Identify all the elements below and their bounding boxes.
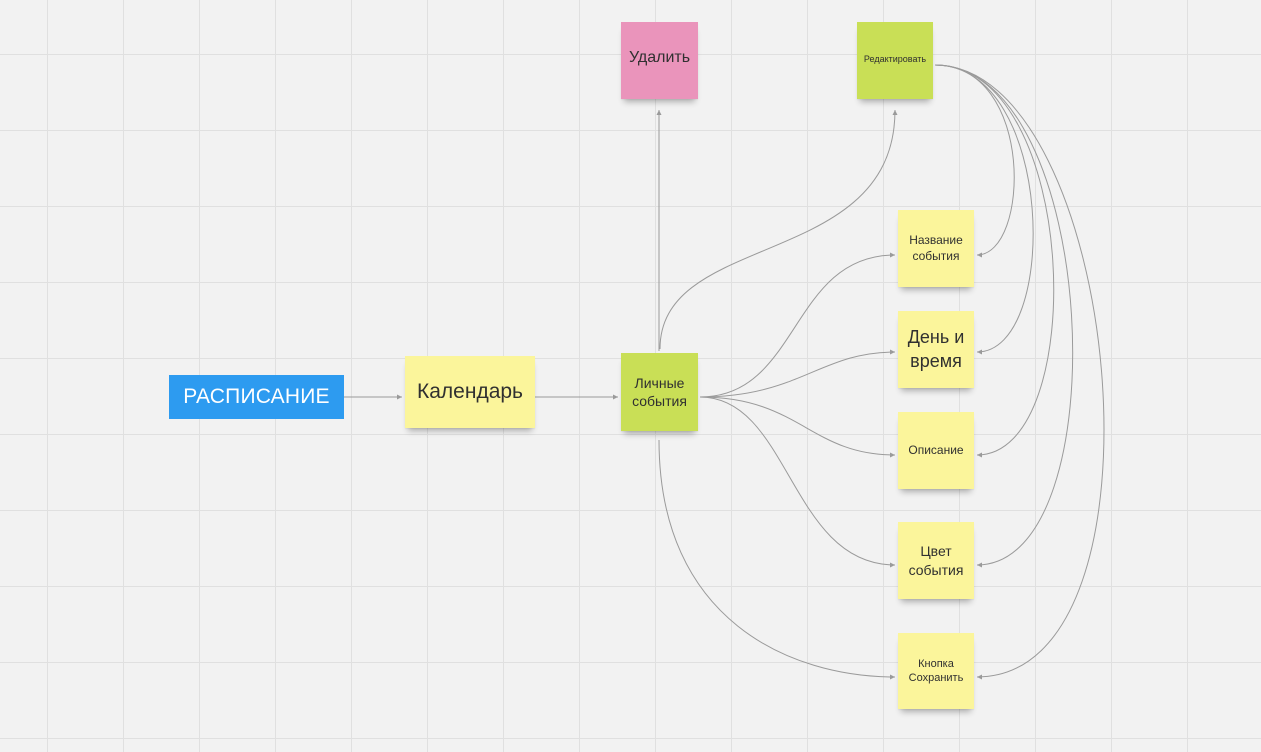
sticky-event-name-label: Название события (909, 232, 963, 263)
connector-personal-events-to-event-name[interactable] (699, 252, 896, 398)
sticky-event-name[interactable]: Название события (898, 210, 974, 287)
connector-personal-events-to-save-button[interactable] (658, 439, 896, 680)
sticky-edit[interactable]: Редактировать (857, 22, 933, 99)
connector-personal-events-to-event-color[interactable] (699, 396, 896, 568)
root-node-schedule[interactable]: РАСПИСАНИЕ (169, 375, 344, 419)
sticky-description[interactable]: Описание (898, 412, 974, 489)
sticky-edit-label: Редактировать (863, 54, 927, 64)
sticky-save-button-label: Кнопка Сохранить (908, 657, 964, 684)
root-node-label: РАСПИСАНИЕ (183, 385, 330, 408)
sticky-day-time-label: День и время (907, 327, 965, 371)
connector-personal-events-to-description[interactable] (699, 396, 896, 458)
sticky-personal-events-label: Личные события (632, 374, 687, 409)
sticky-delete[interactable]: Удалить (621, 22, 698, 99)
sticky-calendar[interactable]: Календарь (405, 356, 535, 428)
sticky-calendar-label: Календарь (417, 380, 523, 404)
sticky-description-label: Описание (908, 442, 964, 457)
connector-personal-events-to-day-time[interactable] (699, 349, 896, 398)
sticky-save-button[interactable]: Кнопка Сохранить (898, 633, 974, 709)
sticky-delete-label: Удалить (628, 49, 691, 66)
sticky-event-color-label: Цвет события (908, 543, 964, 578)
sticky-event-color[interactable]: Цвет события (898, 522, 974, 599)
sticky-personal-events[interactable]: Личные события (621, 353, 698, 431)
connector-personal-events-to-edit[interactable] (659, 109, 898, 350)
connector-edit-to-day-time[interactable] (934, 64, 1034, 355)
sticky-day-time[interactable]: День и время (898, 311, 974, 388)
